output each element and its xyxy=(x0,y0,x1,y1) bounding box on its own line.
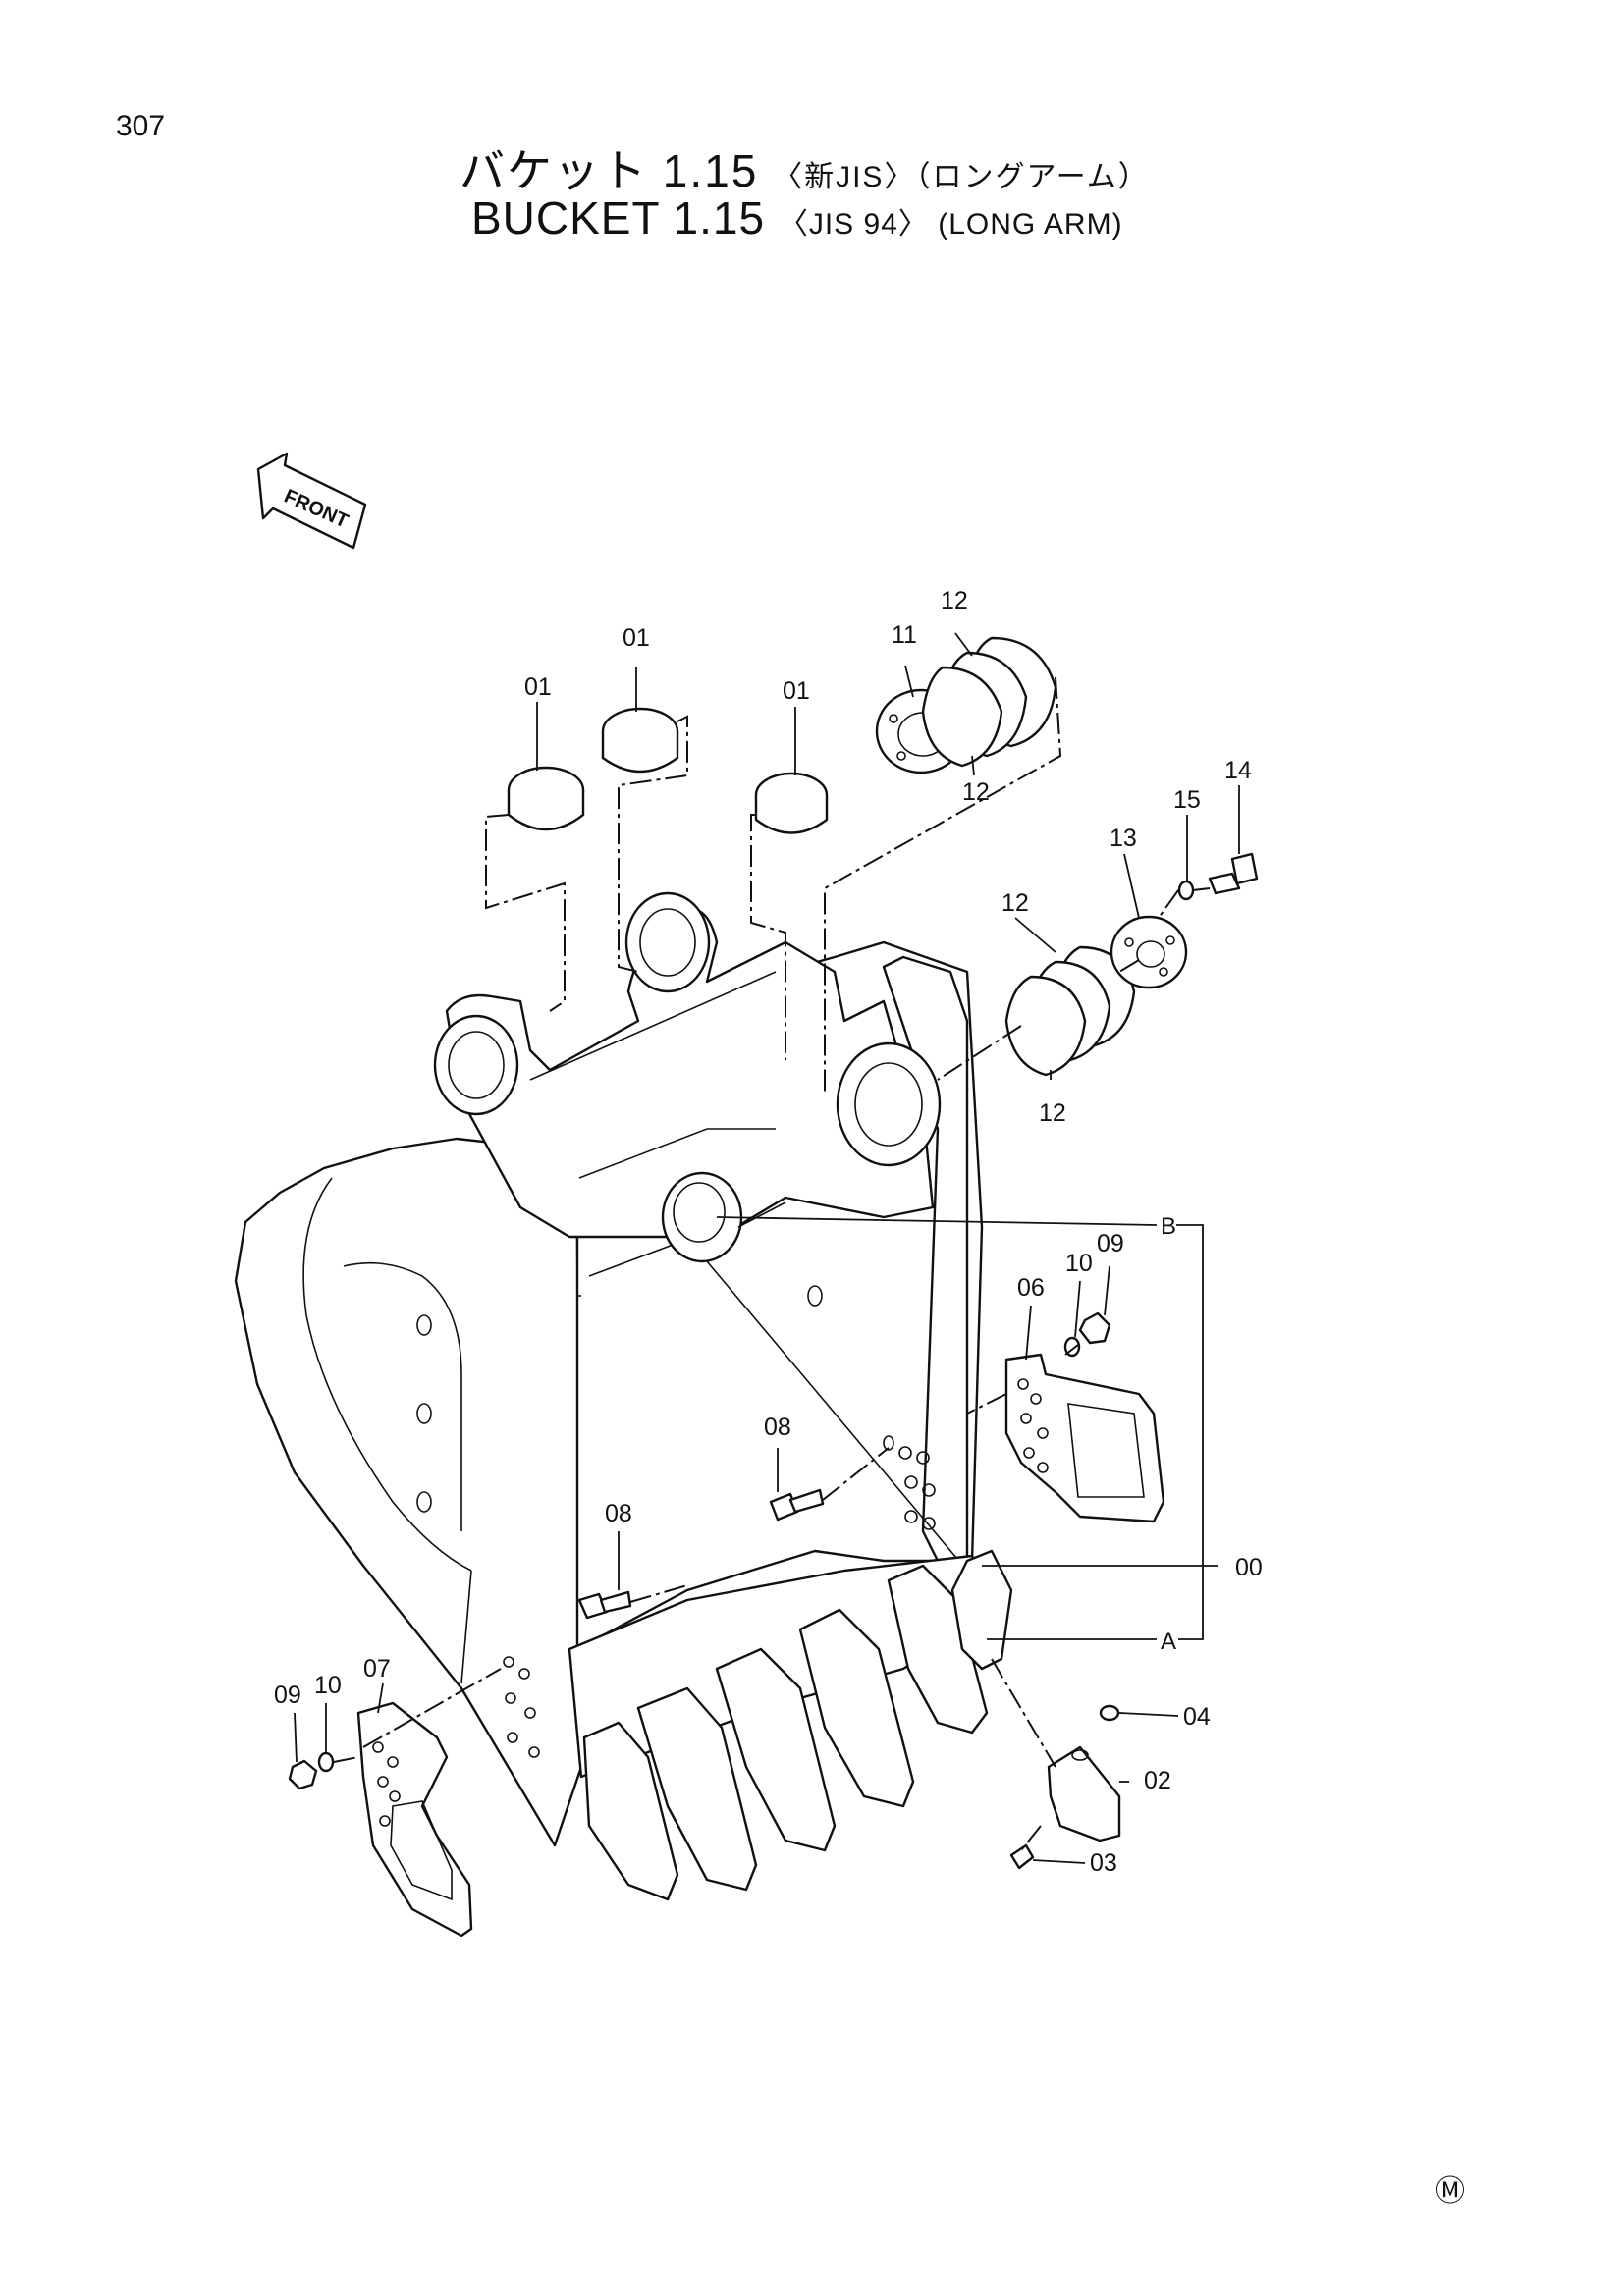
callout-04: 04 xyxy=(1183,1703,1211,1731)
bolt-08-upper xyxy=(769,1488,825,1522)
nut-09-left xyxy=(288,1759,318,1790)
title-jp-note: 〈新JIS〉（ロングアーム） xyxy=(773,161,1150,193)
nut-09-right xyxy=(1078,1311,1111,1345)
title-japanese: バケット 1.15 〈新JIS〉（ロングアーム） xyxy=(460,135,1150,200)
callout-08-lower: 08 xyxy=(605,1500,632,1527)
callout-09-right: 09 xyxy=(1097,1230,1124,1257)
bushing-01-left xyxy=(507,766,585,831)
washer-10-left xyxy=(317,1751,335,1773)
bolt-08-lower xyxy=(577,1590,632,1620)
reference-mark-a: A xyxy=(1161,1629,1176,1655)
callout-12-mid: 12 xyxy=(962,778,990,806)
title-english: BUCKET 1.15 〈JIS 94〉 (LONG ARM) xyxy=(471,191,1123,244)
boss-ring-left xyxy=(433,1014,519,1116)
callout-14: 14 xyxy=(1224,757,1252,784)
leaders xyxy=(294,632,1240,1864)
boss-ring-upper xyxy=(624,891,711,993)
callout-15: 15 xyxy=(1173,786,1201,814)
bushing-01-center xyxy=(601,707,679,774)
callout-03: 03 xyxy=(1090,1849,1117,1877)
title-jp-main: バケット 1.15 xyxy=(460,145,759,196)
callout-12-lower-top: 12 xyxy=(1001,889,1029,917)
plate-13 xyxy=(1110,915,1188,989)
callout-10-right: 10 xyxy=(1065,1250,1093,1277)
callout-02: 02 xyxy=(1144,1767,1171,1794)
callout-10-left: 10 xyxy=(314,1672,342,1699)
shims-12-upper xyxy=(921,636,1057,768)
page-number: 307 xyxy=(116,110,166,142)
circled-m-icon: Ⓜ xyxy=(1435,2174,1465,2209)
callout-12-top: 12 xyxy=(941,587,968,614)
shims-12-lower xyxy=(1004,945,1136,1077)
callout-00: 00 xyxy=(1235,1554,1263,1581)
boss-ring-right xyxy=(836,1041,942,1167)
callout-11: 11 xyxy=(892,621,917,649)
lock-03 xyxy=(1009,1843,1035,1870)
front-arrow-icon: FRONT xyxy=(256,452,367,550)
side-cutter-07 xyxy=(356,1701,473,1938)
callout-07: 07 xyxy=(363,1655,391,1682)
side-plate-bolt-holes xyxy=(898,1446,936,1530)
tooth-02 xyxy=(1047,1745,1121,1842)
bolt-14 xyxy=(1208,852,1259,895)
bushing-01-right xyxy=(754,772,829,834)
callout-01-center: 01 xyxy=(623,624,650,652)
title-en-note: 〈JIS 94〉 (LONG ARM) xyxy=(778,208,1123,240)
left-side-bolt-holes xyxy=(503,1656,540,1758)
reference-mark-b: B xyxy=(1161,1213,1176,1240)
callout-09-left: 09 xyxy=(274,1682,301,1709)
callout-01-left: 01 xyxy=(524,673,552,701)
side-cutter-06 xyxy=(1004,1353,1165,1523)
bucket-teeth xyxy=(582,1549,1013,1901)
callout-06: 06 xyxy=(1017,1274,1045,1302)
callouts: 00 01 01 01 02 03 04 06 07 08 08 09 09 1… xyxy=(274,587,1263,1877)
callout-08-upper: 08 xyxy=(764,1414,791,1441)
callout-01-right: 01 xyxy=(783,677,810,705)
title-en-main: BUCKET 1.15 xyxy=(471,192,766,243)
callout-13: 13 xyxy=(1110,825,1137,852)
callout-12-lower-bottom: 12 xyxy=(1039,1099,1066,1127)
assembly-lines xyxy=(333,676,1211,1763)
washer-15 xyxy=(1177,880,1195,901)
pin-04 xyxy=(1099,1704,1120,1722)
